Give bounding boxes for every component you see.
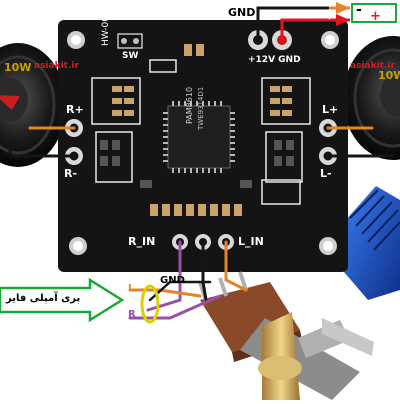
right-speaker-rating: 10W (378, 69, 400, 82)
shield-ring (140, 284, 160, 324)
chip-batch-code: TWE9314D1 (197, 86, 205, 130)
l-plus-label: L+ (322, 103, 339, 116)
volume-potentiometer (198, 271, 374, 400)
preamp-arrow (0, 277, 125, 323)
l-in-label: L_IN (238, 235, 264, 248)
preamp-label: پری آمپلی فایر (6, 293, 81, 304)
l-minus-label: L- (320, 167, 332, 180)
left-speaker (0, 43, 66, 167)
left-speaker-rating: 10W (4, 61, 32, 74)
power-minus-label: - (356, 2, 362, 18)
input-gnd-label: GND (160, 275, 185, 286)
board-model-label: HW-009 (101, 10, 111, 46)
input-r-label: R (128, 309, 136, 320)
power-silk-label: +12V GND (248, 55, 301, 65)
heatsink (344, 186, 400, 300)
r-in-label: R_IN (128, 235, 156, 248)
power-arrows (330, 2, 397, 26)
r-minus-label: R- (64, 167, 78, 180)
r-plus-label: R+ (66, 103, 84, 116)
amplifier-chip (163, 101, 235, 173)
left-speaker-site: asiakit.ir (34, 61, 79, 71)
power-plus-label: + (370, 9, 381, 24)
power-gnd-label: GND (228, 6, 256, 19)
right-speaker (343, 36, 400, 160)
sw-switch (117, 33, 143, 49)
input-l-label: L (128, 283, 135, 294)
right-speaker-site: asiakit.ir (350, 61, 395, 71)
chip-part-number: PAM8610 (185, 86, 194, 124)
sw-label: SW (122, 51, 139, 61)
amplifier-board (58, 20, 348, 272)
